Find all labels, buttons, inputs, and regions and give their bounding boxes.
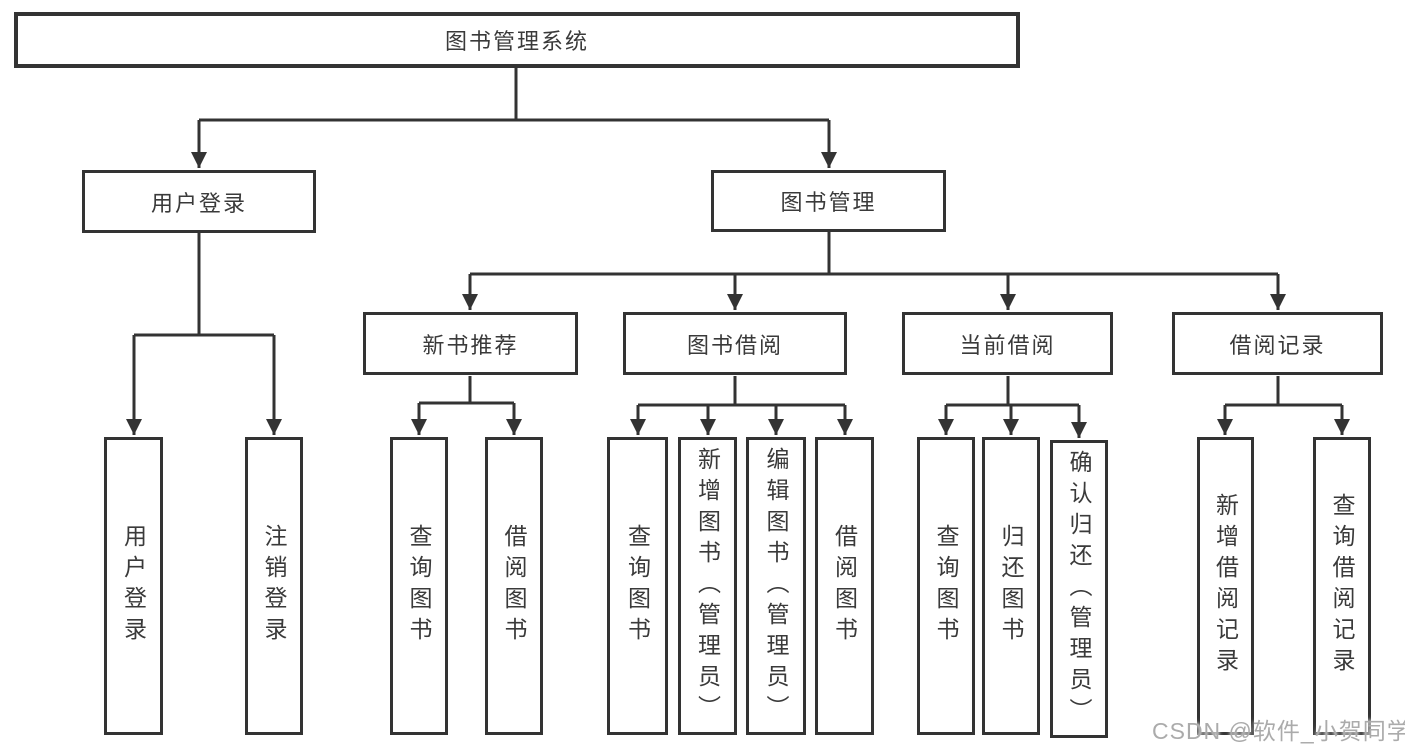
node-label: 借阅图书: [831, 524, 858, 648]
leaf-borrow-books: 借阅图书: [815, 437, 874, 735]
node-user-login: 用户登录: [82, 170, 316, 233]
leaf-return-books: 归还图书: [982, 437, 1040, 735]
node-label: 图书借阅: [686, 332, 783, 358]
leaf-edit-books-admin: 编辑图书（管理员）: [746, 437, 806, 735]
node-label: 确认归还（管理员）: [1066, 449, 1092, 729]
node-book-borrowing: 图书借阅: [623, 312, 847, 375]
node-label: 用户登录: [150, 190, 247, 216]
node-label: 用户登录: [120, 524, 147, 648]
node-label: 查询借阅记录: [1329, 493, 1355, 679]
leaf-query-books-borrowing: 查询图书: [607, 437, 668, 735]
leaf-query-books-current: 查询图书: [917, 437, 975, 735]
node-label: 当前借阅: [959, 332, 1056, 358]
csdn-watermark: CSDN @软件_小贺同学: [1152, 718, 1405, 744]
node-label: 新书推荐: [422, 332, 519, 358]
node-current-borrowing: 当前借阅: [902, 312, 1113, 375]
leaf-add-books-admin: 新增图书（管理员）: [678, 437, 737, 735]
node-book-management: 图书管理: [711, 170, 946, 232]
leaf-query-books-recommend: 查询图书: [390, 437, 448, 735]
node-new-book-recommendation: 新书推荐: [363, 312, 578, 375]
leaf-borrow-books-recommend: 借阅图书: [485, 437, 543, 735]
node-label: 归还图书: [998, 524, 1024, 648]
node-label: 新增借阅记录: [1212, 493, 1239, 679]
leaf-query-borrow-record: 查询借阅记录: [1313, 437, 1371, 735]
node-label: 图书管理系统: [444, 29, 589, 54]
node-label: 借阅记录: [1229, 332, 1326, 358]
leaf-confirm-return-admin: 确认归还（管理员）: [1050, 440, 1108, 738]
node-label: 新增图书（管理员）: [694, 446, 721, 726]
node-library-system-root: 图书管理系统: [14, 12, 1020, 68]
node-label: 图书管理: [780, 190, 877, 215]
node-label: 查询图书: [933, 524, 959, 648]
node-label: 编辑图书（管理员）: [763, 446, 789, 726]
node-label: 查询图书: [406, 524, 432, 648]
leaf-add-borrow-record: 新增借阅记录: [1197, 437, 1254, 735]
node-label: 借阅图书: [501, 524, 527, 648]
node-label: 查询图书: [624, 524, 651, 648]
leaf-logout: 注销登录: [245, 437, 303, 735]
node-borrowing-records: 借阅记录: [1172, 312, 1383, 375]
leaf-user-login: 用户登录: [104, 437, 163, 735]
node-label: 注销登录: [261, 524, 287, 648]
